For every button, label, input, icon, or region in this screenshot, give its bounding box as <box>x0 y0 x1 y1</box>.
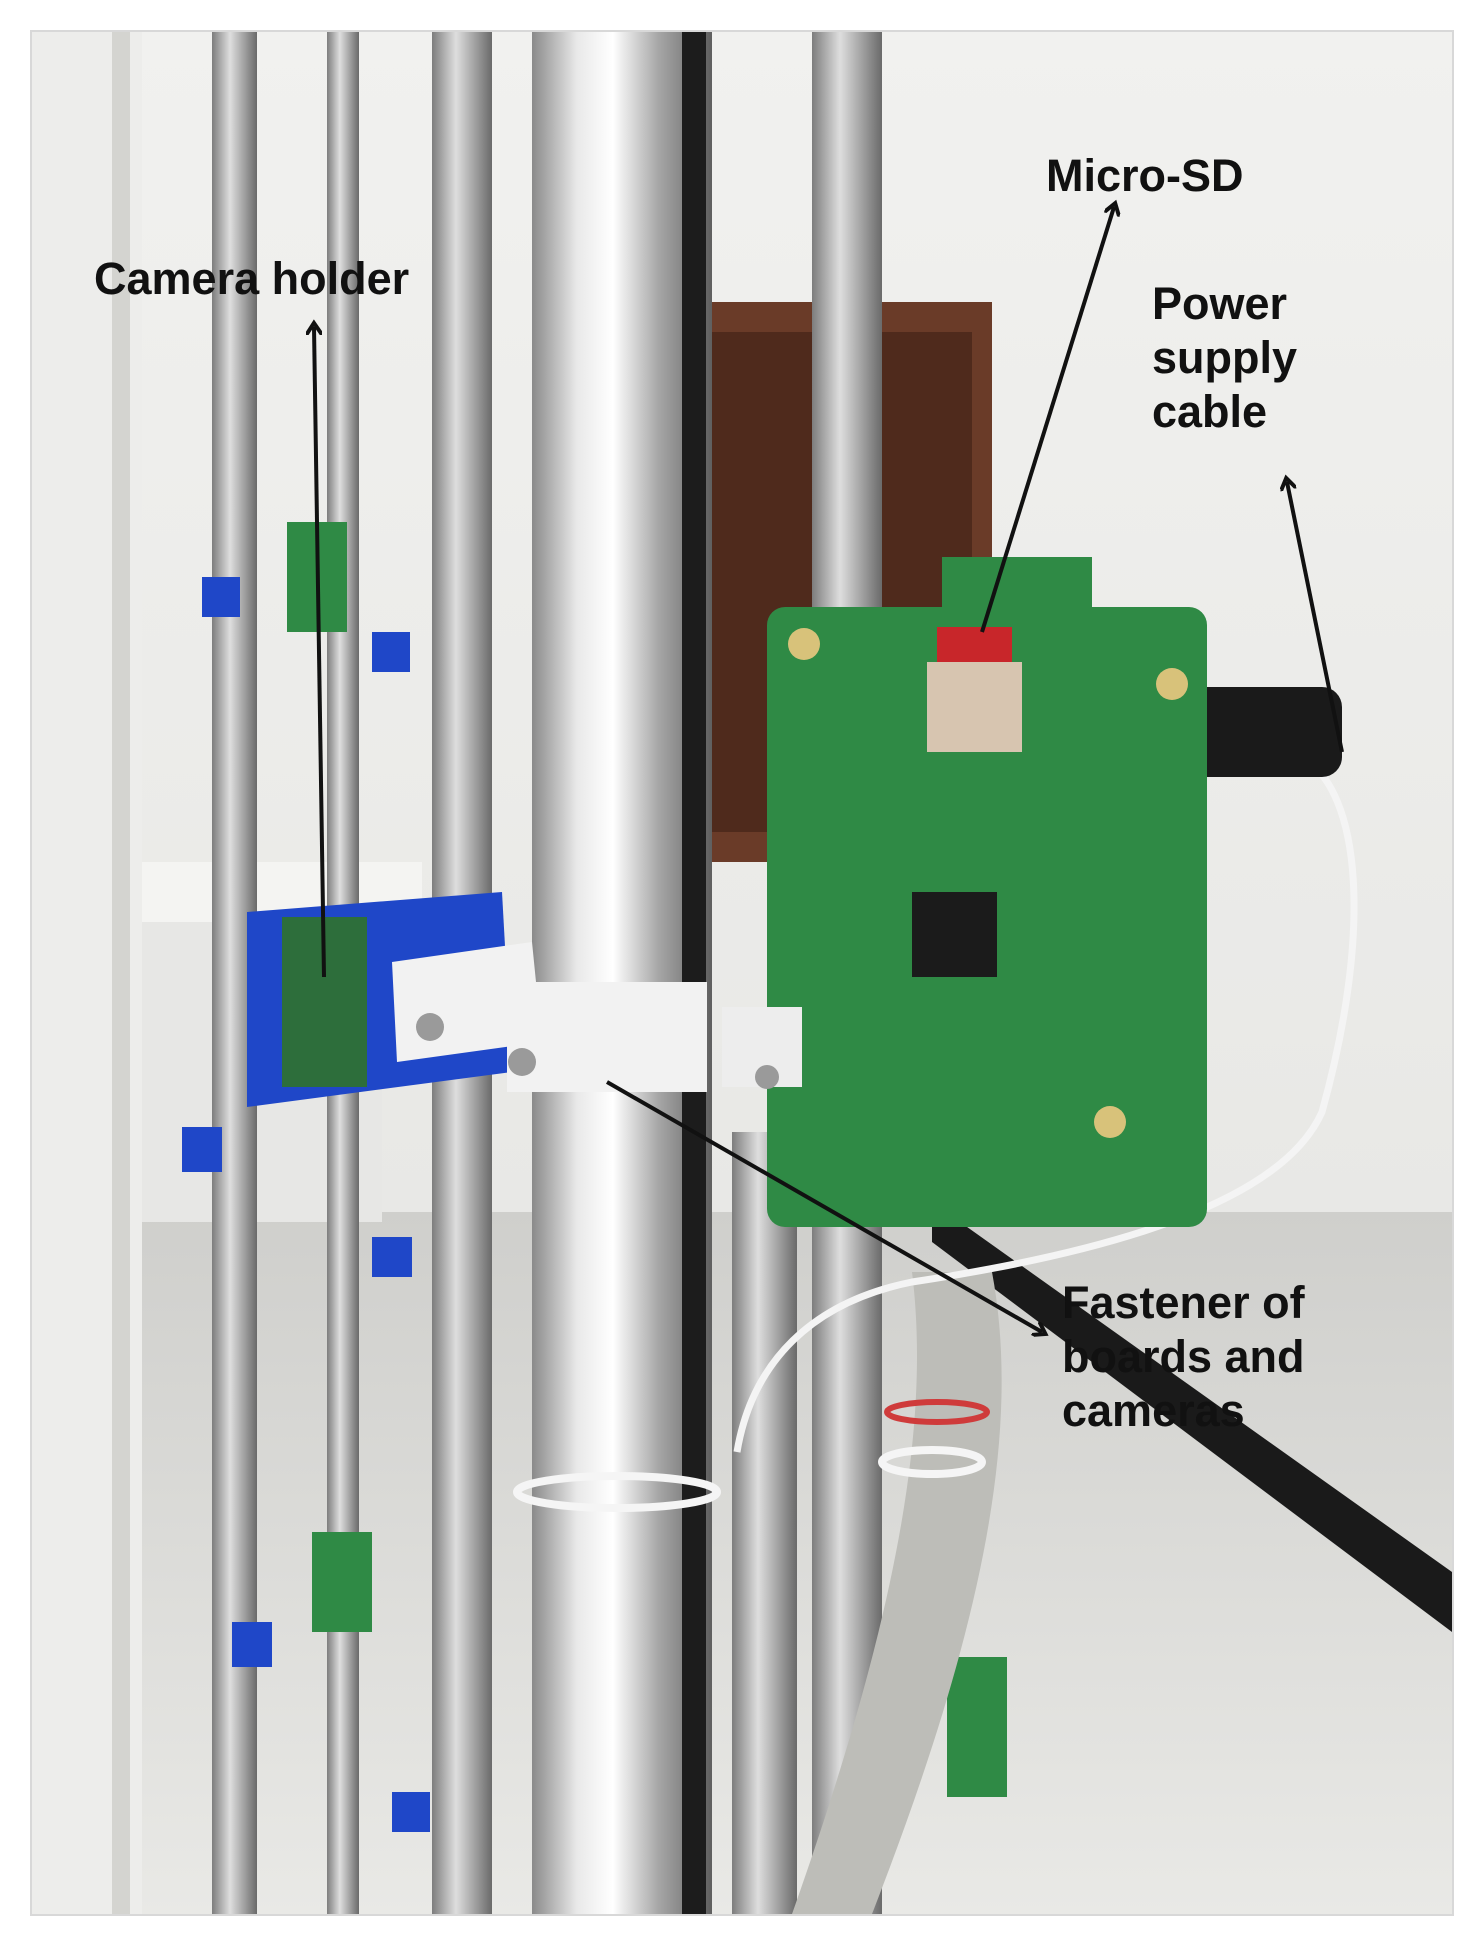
zip-tie <box>878 1446 986 1478</box>
zip-tie <box>513 1472 721 1512</box>
fastener-screw <box>416 1013 444 1041</box>
fastener-clamp <box>507 982 707 1092</box>
power-supply-cable-label: Power supply cable <box>1152 278 1298 437</box>
photo-scene <box>32 32 1452 1914</box>
background-pole <box>732 1132 797 1914</box>
power-supply-arrow <box>1287 482 1344 753</box>
black-cable-bundle <box>682 32 706 1914</box>
fastener-screw <box>755 1065 779 1089</box>
background-board <box>947 1657 1007 1797</box>
power-plug <box>1182 687 1342 777</box>
background-clip <box>372 1237 412 1277</box>
pipe-bundle <box>792 1272 1002 1914</box>
red-cable-tie <box>884 1399 990 1425</box>
right-baseboard <box>932 1202 1452 1632</box>
camera-holder-arrow <box>314 327 326 978</box>
left-door-edge <box>112 32 130 1914</box>
fastener-screw <box>508 1048 536 1076</box>
background-clip <box>392 1792 430 1832</box>
fastener-arrow <box>606 1080 1042 1332</box>
photo-frame: Camera holder Micro-SD Power supply cabl… <box>30 30 1454 1916</box>
micro-sd-card <box>937 627 1012 667</box>
fastener-label: Fastener of boards and cameras <box>1062 1277 1305 1436</box>
micro-sd-slot <box>927 662 1022 752</box>
pcb-mount-hole <box>1156 668 1188 700</box>
pcb-mount-hole <box>1094 1106 1126 1138</box>
background-clip <box>232 1622 272 1667</box>
background-clip <box>202 577 240 617</box>
background-clip <box>182 1127 222 1172</box>
background-board <box>312 1532 372 1632</box>
pcb-chip <box>912 892 997 977</box>
camera-holder-label: Camera holder <box>94 253 410 304</box>
micro-sd-label: Micro-SD <box>1046 150 1244 201</box>
background-clip <box>372 632 410 672</box>
micro-sd-arrow <box>980 207 1114 633</box>
pcb-mount-hole <box>788 628 820 660</box>
